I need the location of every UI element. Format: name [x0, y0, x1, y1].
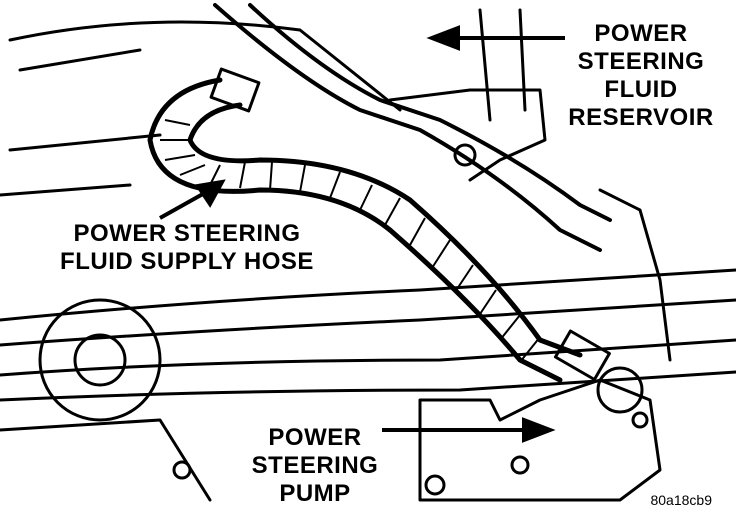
pump-port — [596, 366, 644, 414]
arrow-pump-head — [522, 417, 556, 443]
pump-bolt-1 — [424, 474, 446, 496]
upper-panel-line — [8, 20, 402, 112]
supply-hose-label: POWER STEERING FLUID SUPPLY HOSE — [60, 220, 314, 275]
pulley — [38, 298, 162, 422]
crossmember-upper-b — [0, 298, 736, 347]
hose-clamp-lower — [553, 329, 611, 381]
hose-clamp-upper — [209, 67, 261, 113]
pump-label: POWER STEERING PUMP — [251, 424, 379, 507]
supply-hose-outline-b — [187, 102, 583, 358]
arrow-reservoir-head — [426, 25, 460, 51]
pump-bolt-2 — [510, 455, 530, 475]
engine-block-right — [478, 8, 527, 122]
crossmember-upper — [0, 268, 736, 322]
bracket-bolt — [453, 143, 477, 167]
panel-line-mid — [0, 183, 132, 197]
crossmember-lower — [0, 338, 736, 377]
upper-panel-line-2 — [18, 48, 142, 72]
corrugation — [160, 119, 541, 363]
figure-id: 80a18cb9 — [650, 492, 712, 508]
bolt-left — [172, 460, 192, 480]
supply-hose-outline — [147, 77, 563, 383]
pump-bolt-3 — [631, 411, 649, 429]
arrow-hose-head — [194, 179, 226, 208]
reservoir-bracket — [388, 88, 547, 182]
crossmember-lower-b — [0, 370, 736, 402]
lower-left-block — [0, 418, 212, 502]
engine-wall — [598, 188, 672, 362]
return-hose — [213, 3, 602, 252]
pulley-hub — [73, 333, 127, 387]
pump-housing — [418, 378, 662, 502]
reservoir-label: POWER STEERING FLUID RESERVOIR — [568, 20, 714, 131]
return-hose-b — [248, 3, 612, 222]
panel-line-left — [8, 133, 162, 152]
